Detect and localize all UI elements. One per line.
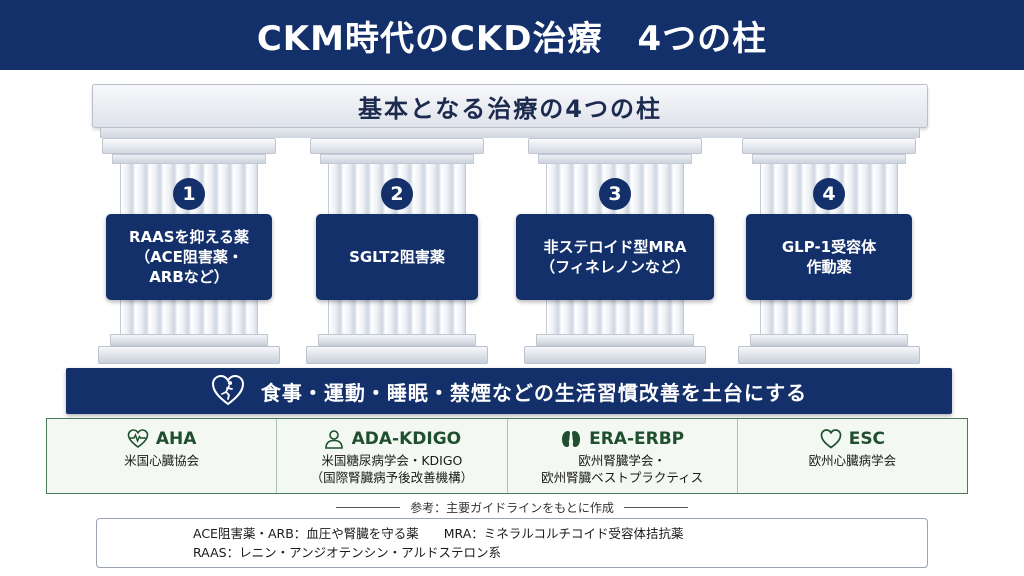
org-name: ERA-ERBP xyxy=(589,429,685,449)
pillar-number-badge: 4 xyxy=(813,178,845,210)
guideline-organizations: AHA 米国心臓協会 ADA-KDIGO 米国糖尿病学会・KDIGO （国際腎臓… xyxy=(46,418,968,494)
pillar-label-box: SGLT2阻害薬 xyxy=(316,214,478,300)
org-desc-line: （国際腎臓病予後改善機構） xyxy=(310,469,474,485)
pillar-base-lower xyxy=(524,346,706,364)
foundation-banner: 食事・運動・睡眠・禁煙などの生活習慣改善を土台にする xyxy=(66,368,952,414)
glossary-notes: ACE阻害薬・ARB：血圧や腎臓を守る薬 MRA：ミネラルコルチコイド受容体拮抗… xyxy=(96,518,928,568)
org-desc-line: 欧州心臓病学会 xyxy=(808,453,897,468)
pillar-base-upper xyxy=(536,334,694,346)
pillar-label-box: RAASを抑える薬 （ACE阻害薬・ ARBなど） xyxy=(106,214,272,300)
kidneys-icon xyxy=(562,431,581,447)
pillar-number-badge: 3 xyxy=(599,178,631,210)
pillar-label-line: ARBなど） xyxy=(149,268,229,287)
reference-text: 参考：主要ガイドラインをもとに作成 xyxy=(410,500,614,515)
pillar-label-line: GLP-1受容体 xyxy=(781,237,877,256)
foundation-text: 食事・運動・睡眠・禁煙などの生活習慣改善を土台にする xyxy=(260,380,808,405)
pillar-capital-lower xyxy=(538,154,692,164)
pillar-capital xyxy=(102,138,276,154)
pillar-capital-lower xyxy=(752,154,906,164)
org-desc-line: 欧州腎臓学会・ xyxy=(578,453,666,468)
pillar-base-upper xyxy=(750,334,908,346)
pillar-number-badge: 2 xyxy=(381,178,413,210)
org-desc-line: 米国心臓協会 xyxy=(124,453,200,468)
org-name: ESC xyxy=(848,429,886,449)
org-aha: AHA 米国心臓協会 xyxy=(47,419,278,493)
pillar-label-line: （ACE阻害薬・ xyxy=(135,247,243,266)
org-name: AHA xyxy=(155,429,197,449)
pillar-4: 4 GLP-1受容体 作動薬 xyxy=(734,138,924,366)
glossary-line: ACE阻害薬・ARB：血圧や腎臓を守る薬 MRA：ミネラルコルチコイド受容体拮抗… xyxy=(193,526,684,541)
pillar-base-lower xyxy=(306,346,488,364)
pillar-base-lower xyxy=(738,346,920,364)
pillar-base-upper xyxy=(318,334,476,346)
page-title: CKM時代のCKD治療 4つの柱 xyxy=(256,18,768,59)
pillar-capital xyxy=(528,138,702,154)
pillar-label-line: 非ステロイド型MRA xyxy=(543,237,687,256)
roof-entablature: 基本となる治療の4つの柱 xyxy=(92,84,928,128)
pillar-base-lower xyxy=(98,346,280,364)
pillar-label-line: SGLT2阻害薬 xyxy=(349,247,445,266)
reference-rule-left xyxy=(336,506,401,508)
heart-runner-icon xyxy=(211,374,244,406)
pillar-capital xyxy=(310,138,484,154)
heart-pulse-icon xyxy=(127,429,149,448)
org-esc: ESC 欧州心臓病学会 xyxy=(738,419,967,493)
org-era-erbp: ERA-ERBP 欧州腎臓学会・ 欧州腎臓ベストプラクティス xyxy=(508,419,738,493)
org-name: ADA-KDIGO xyxy=(351,429,462,449)
org-ada-kdigo: ADA-KDIGO 米国糖尿病学会・KDIGO （国際腎臓病予後改善機構） xyxy=(277,419,508,493)
pillar-3: 3 非ステロイド型MRA （フィネレノンなど） xyxy=(516,138,714,366)
pillar-label-line: RAASを抑える薬 xyxy=(128,227,250,246)
pillar-capital xyxy=(742,138,916,154)
roof-title: 基本となる治療の4つの柱 xyxy=(358,94,662,123)
pillar-label-line: （フィネレノンなど） xyxy=(540,258,690,276)
heart-outline-icon xyxy=(820,429,842,449)
org-desc-line: 米国糖尿病学会・KDIGO xyxy=(321,453,463,468)
pillar-label-line: 作動薬 xyxy=(806,258,852,276)
reference-line: 参考：主要ガイドラインをもとに作成 xyxy=(0,498,1024,516)
pillar-capital-lower xyxy=(112,154,266,164)
pillar-number-badge: 1 xyxy=(173,178,205,210)
pillar-1: 1 RAASを抑える薬 （ACE阻害薬・ ARBなど） xyxy=(94,138,284,366)
title-banner: CKM時代のCKD治療 4つの柱 xyxy=(0,0,1024,70)
roof-architrave xyxy=(100,128,920,138)
pillar-base-upper xyxy=(110,334,268,346)
pillar-label-box: GLP-1受容体 作動薬 xyxy=(746,214,912,300)
reference-rule-right xyxy=(623,506,688,508)
org-desc-line: 欧州腎臓ベストプラクティス xyxy=(541,469,704,485)
pillar-2: 2 SGLT2阻害薬 xyxy=(302,138,492,366)
person-icon xyxy=(324,430,343,449)
pillar-capital-lower xyxy=(320,154,474,164)
glossary-line: RAAS：レニン・アンジオテンシン・アルドステロン系 xyxy=(193,545,501,561)
pillar-label-box: 非ステロイド型MRA （フィネレノンなど） xyxy=(516,214,714,300)
